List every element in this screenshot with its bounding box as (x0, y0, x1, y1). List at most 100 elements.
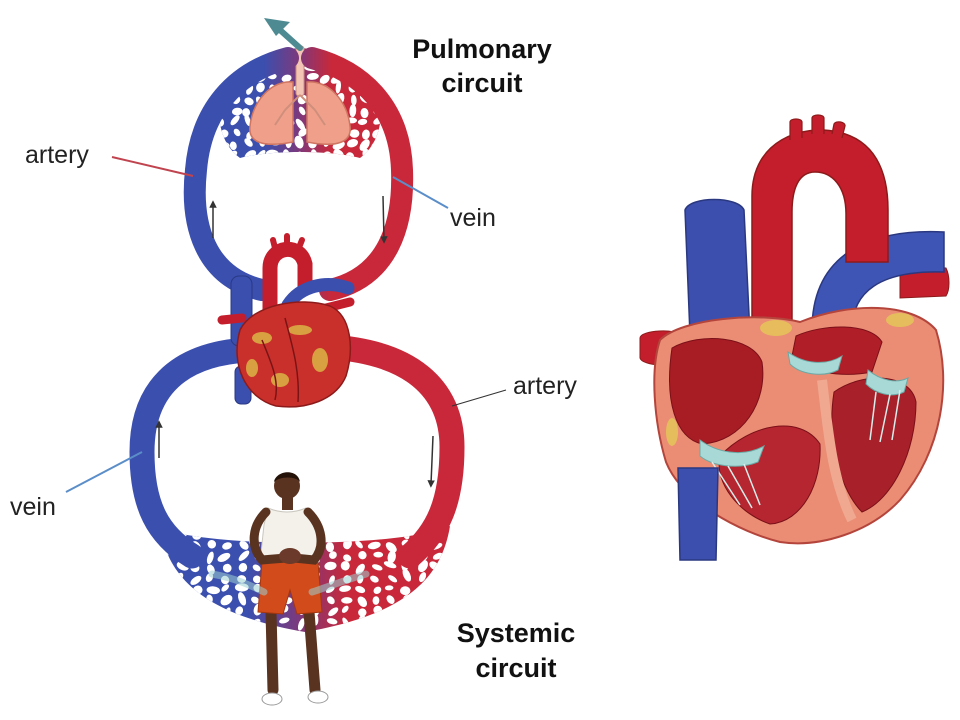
capillary-gap (233, 128, 241, 137)
capillary-gap (219, 117, 225, 127)
capillary-gap (177, 584, 186, 592)
capillary-gap (360, 107, 369, 119)
capillary-gap (327, 528, 340, 539)
capillary-gap (402, 568, 412, 582)
bronchi (274, 94, 326, 126)
capillary-gap (418, 572, 427, 583)
septum (817, 379, 857, 523)
capillary-gap (295, 118, 306, 131)
hair (274, 472, 300, 482)
capillary-gap (431, 574, 439, 582)
capillary-gap (367, 541, 381, 550)
right-lung (306, 81, 351, 146)
capillary-gap (386, 619, 396, 626)
capillary-gap (386, 595, 395, 604)
capillary-gap (373, 61, 381, 70)
shorts (257, 561, 323, 615)
inferior-vena-cava (677, 467, 719, 561)
exchange-arrow-right-icon (308, 570, 370, 596)
capillary-gap (206, 551, 214, 565)
capillary-gap (220, 152, 229, 158)
capillary-gap (431, 605, 441, 618)
capillary-gap (372, 596, 380, 605)
capillary-gap (434, 583, 441, 593)
capillary-gap (429, 620, 440, 628)
capillary-gap (361, 129, 370, 140)
capillary-gap (358, 551, 367, 560)
capillary-gap (328, 607, 339, 617)
capillary-gap (217, 552, 231, 562)
capillary-gap (383, 561, 397, 569)
capillary-gap (281, 74, 292, 83)
capillary-gap (177, 615, 185, 629)
capillary-gap (325, 541, 335, 553)
pulmonary-vein-label: vein (450, 204, 496, 232)
capillary-gap (345, 526, 351, 539)
left-shoe (261, 692, 283, 706)
vein-leader-line (65, 451, 143, 493)
capillary-gap (357, 596, 367, 608)
left-lung (249, 81, 294, 146)
capillary-gap (223, 616, 233, 625)
systemic-title-line1: Systemic (457, 618, 576, 648)
capillary-gap (253, 575, 262, 584)
capillary-gap (242, 108, 251, 117)
air-flow-arrow-head (264, 18, 290, 36)
capillary-gap (346, 139, 359, 148)
capillary-gap (229, 141, 237, 151)
mitral-valve (865, 369, 909, 396)
capillary-gap (162, 593, 171, 604)
pulmonary-vein-vessel (301, 47, 414, 301)
capillary-gap (343, 554, 352, 562)
capillary-gap (373, 551, 384, 558)
capillary-gap (224, 529, 232, 538)
capillary-gap (355, 585, 366, 594)
head (274, 473, 300, 499)
capillary-gap (239, 540, 249, 550)
capillary-gap (326, 596, 335, 605)
flow-arrow-down-icon (380, 195, 388, 244)
capillary-gap (232, 49, 241, 62)
capillary-gap (177, 596, 187, 605)
capillary-gap (373, 116, 381, 125)
heart-illustration (217, 233, 355, 408)
lungs (249, 45, 351, 146)
capillary-gap (207, 539, 217, 549)
artery-leader-line (111, 156, 194, 177)
capillary-gap (297, 618, 305, 631)
capillary-gap (375, 52, 381, 64)
capillary-gap (341, 597, 353, 604)
systemic-loop (129, 334, 465, 569)
capillary-gap (335, 80, 342, 94)
capillary-gap (244, 48, 250, 61)
capillary-gap (359, 139, 370, 151)
systemic-vein-vessel (129, 337, 261, 569)
capillary-gap (206, 615, 217, 625)
capillary-gap (219, 51, 225, 61)
held-object (279, 548, 301, 564)
capillary-gap (206, 586, 220, 595)
capillary-gap (252, 564, 261, 572)
chordae-tendineae (711, 389, 901, 509)
legs (265, 606, 321, 696)
capillary-gap (370, 616, 383, 625)
capillary-gap (348, 53, 355, 62)
capillary-gap (357, 118, 368, 125)
pulmonary-title-line2: circuit (441, 68, 522, 98)
pulmonary-trunk (811, 230, 945, 331)
capillary-gap (324, 561, 337, 571)
capillary-gap (402, 619, 411, 630)
capillary-gap (190, 575, 202, 585)
capillary-gap (256, 82, 265, 93)
capillary-gap (358, 608, 367, 617)
flow-arrow-down-icon (427, 435, 435, 488)
capillary-gap (244, 138, 253, 147)
coronary-vessels (261, 317, 300, 403)
capillary-gap (238, 592, 247, 606)
capillary-gap (376, 152, 381, 158)
capillary-gap (319, 74, 330, 84)
capillary-gap (161, 613, 170, 627)
capillary-gap (244, 97, 254, 106)
superior-vena-cava (684, 198, 751, 336)
